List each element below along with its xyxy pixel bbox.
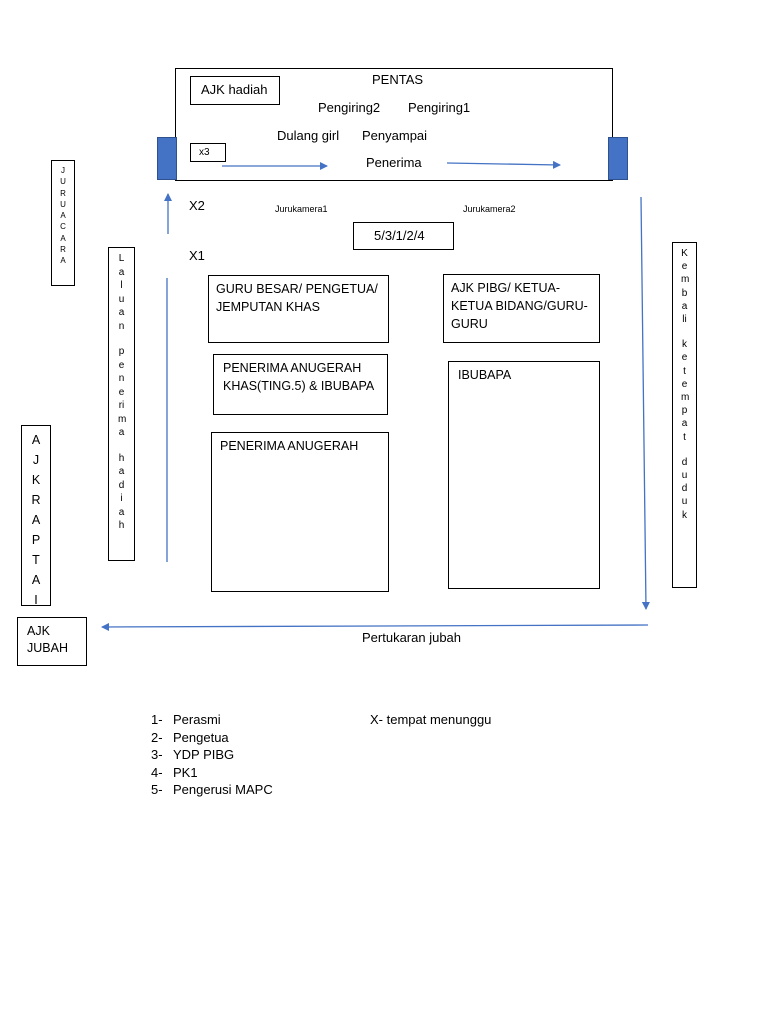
arrow-jubah-left	[101, 622, 649, 631]
penyampai-label: Penyampai	[362, 128, 428, 143]
legend-label: Perasmi	[173, 712, 221, 727]
x2-marker: X2	[189, 198, 205, 213]
stage-title: PENTAS	[372, 72, 424, 87]
jurukamera1-label: Jurukamera1	[275, 204, 328, 214]
laluan-penerima-hadiah-box: Laluan penerima hadiah	[108, 247, 135, 561]
guru-besar-block: GURU BESAR/ PENGETUA/ JEMPUTAN KHAS	[208, 275, 389, 343]
legend-num: 2-	[151, 730, 163, 745]
kembali-word: Kembali	[681, 248, 690, 326]
legend-item: 3- YDP PIBG	[151, 746, 234, 764]
penerima-khas-block: PENERIMA ANUGERAH KHAS(TING.5) & IBUBAPA	[213, 354, 388, 415]
ibubapa-label: IBUBAPA	[458, 368, 512, 382]
ajk-pibg-label: AJK PIBG/ KETUA-KETUA BIDANG/GURU-GURU	[451, 281, 588, 331]
legend-label: YDP PIBG	[173, 747, 235, 762]
legend-label: PK1	[173, 765, 198, 780]
arrow-kembali-down	[640, 196, 650, 610]
ajk-word: AJK	[31, 433, 41, 487]
ajk-hadiah-box: AJK hadiah	[190, 76, 280, 105]
arrow-stage-right	[446, 160, 561, 169]
penerima-khas-label: PENERIMA ANUGERAH KHAS(TING.5) & IBUBAPA	[223, 361, 375, 393]
legend-label: Pengerusi MAPC	[173, 782, 273, 797]
legend-num: 1-	[151, 712, 163, 727]
ajk-raptai-box: AJK RAPTAI	[21, 425, 51, 607]
juruacara-box: JURUACARA	[51, 160, 75, 286]
x1-marker: X1	[189, 248, 205, 263]
x3-box: x3	[190, 143, 226, 162]
order-box: 5/3/1/2/4	[353, 222, 454, 250]
legend-item: 5- Pengerusi MAPC	[151, 781, 273, 799]
legend-label: Pengetua	[173, 730, 229, 745]
penerima-label: Penerima	[366, 155, 422, 170]
legend-num: 5-	[151, 782, 163, 797]
pertukaran-jubah-label: Pertukaran jubah	[362, 630, 462, 645]
ajk-hadiah-label: AJK hadiah	[201, 82, 268, 97]
stage-pillar-left	[157, 137, 177, 180]
penerima-anugerah-block: PENERIMA ANUGERAH	[211, 432, 389, 592]
stage-pillar-right	[608, 137, 628, 180]
ketempat-word: ketempat	[681, 339, 690, 443]
pengiring2-label: Pengiring2	[318, 100, 381, 115]
hadiah-word: hadiah	[118, 452, 125, 532]
jurukamera2-label: Jurukamera2	[463, 204, 516, 214]
guru-besar-label: GURU BESAR/ PENGETUA/ JEMPUTAN KHAS	[216, 282, 378, 314]
legend-num: 4-	[151, 765, 163, 780]
raptai-word: RAPTAI	[31, 493, 41, 607]
dulang-girl-label: Dulang girl	[277, 128, 340, 143]
order-label: 5/3/1/2/4	[374, 228, 425, 243]
duduk-word: duduk	[681, 456, 688, 521]
juruacara-letters: JURUACARA	[60, 166, 66, 266]
ajk-jubah-label: AJK JUBAH	[27, 624, 68, 655]
kembali-ketempat-duduk-box: Kembali ketempat duduk	[672, 242, 697, 588]
ajk-pibg-block: AJK PIBG/ KETUA-KETUA BIDANG/GURU-GURU	[443, 274, 600, 343]
legend-note: X- tempat menunggu	[370, 712, 492, 727]
legend-num: 3-	[151, 747, 163, 762]
legend-item: 1- Perasmi	[151, 711, 221, 729]
x3-label: x3	[199, 147, 210, 158]
pengiring1-label: Pengiring1	[408, 100, 471, 115]
penerima-anugerah-label: PENERIMA ANUGERAH	[220, 439, 359, 453]
laluan-word: Laluan	[118, 253, 125, 332]
legend-item: 4- PK1	[151, 764, 198, 782]
penerima-word: penerima	[118, 346, 127, 438]
ajk-jubah-box: AJK JUBAH	[17, 617, 87, 666]
ibubapa-block: IBUBAPA	[448, 361, 600, 589]
legend-item: 2- Pengetua	[151, 729, 229, 747]
